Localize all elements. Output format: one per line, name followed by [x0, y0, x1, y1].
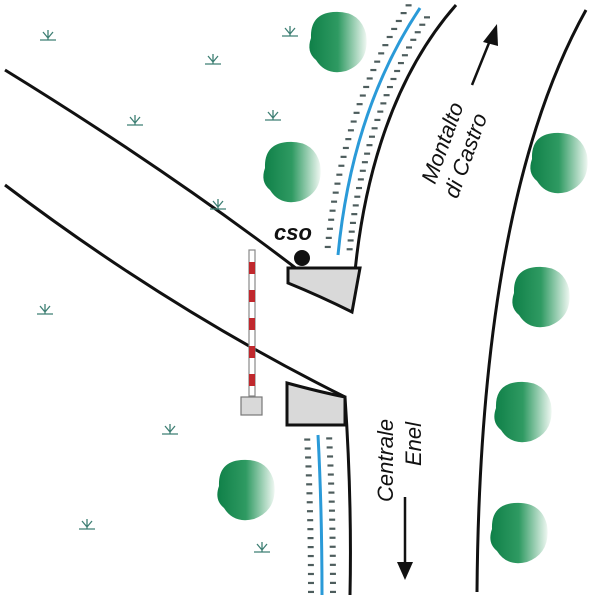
grass-icon: [282, 26, 298, 37]
tree-icon: [530, 132, 588, 194]
cso-outfall-marker: [294, 250, 310, 266]
barrier-stripe: [249, 374, 255, 386]
tree-icon: [263, 141, 321, 203]
arrow-north-icon: [470, 24, 498, 86]
tree-icon: [490, 502, 548, 564]
tree-icon: [512, 266, 570, 328]
tree-icon: [217, 459, 275, 521]
direction-montalto: Montalto di Castro: [416, 99, 492, 201]
grass-icon: [37, 304, 53, 315]
road-right-edge: [475, 9, 588, 593]
direction-centrale: Centrale Enel: [373, 419, 426, 502]
grass-icon: [79, 519, 95, 530]
centrale-label-line2: Enel: [401, 421, 426, 466]
grass-icon: [210, 199, 226, 210]
cso-label: CSO: [274, 220, 312, 245]
grass-icon: [254, 542, 270, 553]
tree-icon: [309, 11, 367, 73]
grass-icon: [265, 110, 281, 121]
grass-icon: [40, 30, 56, 41]
grass-icon: [162, 424, 178, 435]
barrier-stripe: [249, 262, 255, 274]
grass-marks: [37, 26, 298, 553]
centrale-label-line1: Centrale: [373, 419, 398, 502]
grass-icon: [205, 54, 221, 65]
barrier-stripe: [249, 318, 255, 330]
canal-north: [324, 4, 431, 256]
grass-icon: [127, 115, 143, 126]
arrow-south-icon: [397, 497, 413, 580]
road-south-edge: [343, 396, 352, 596]
barrier-stripe: [249, 290, 255, 302]
tree-icon: [494, 381, 552, 443]
canal-south: [304, 434, 336, 596]
road-lower-edge: [4, 183, 346, 399]
barrier-gate: [240, 249, 263, 416]
structure-south: [285, 381, 347, 427]
barrier-stripe: [249, 346, 255, 358]
structure-north: [286, 266, 362, 315]
road-north-edge: [350, 4, 458, 313]
trees: [217, 11, 588, 564]
